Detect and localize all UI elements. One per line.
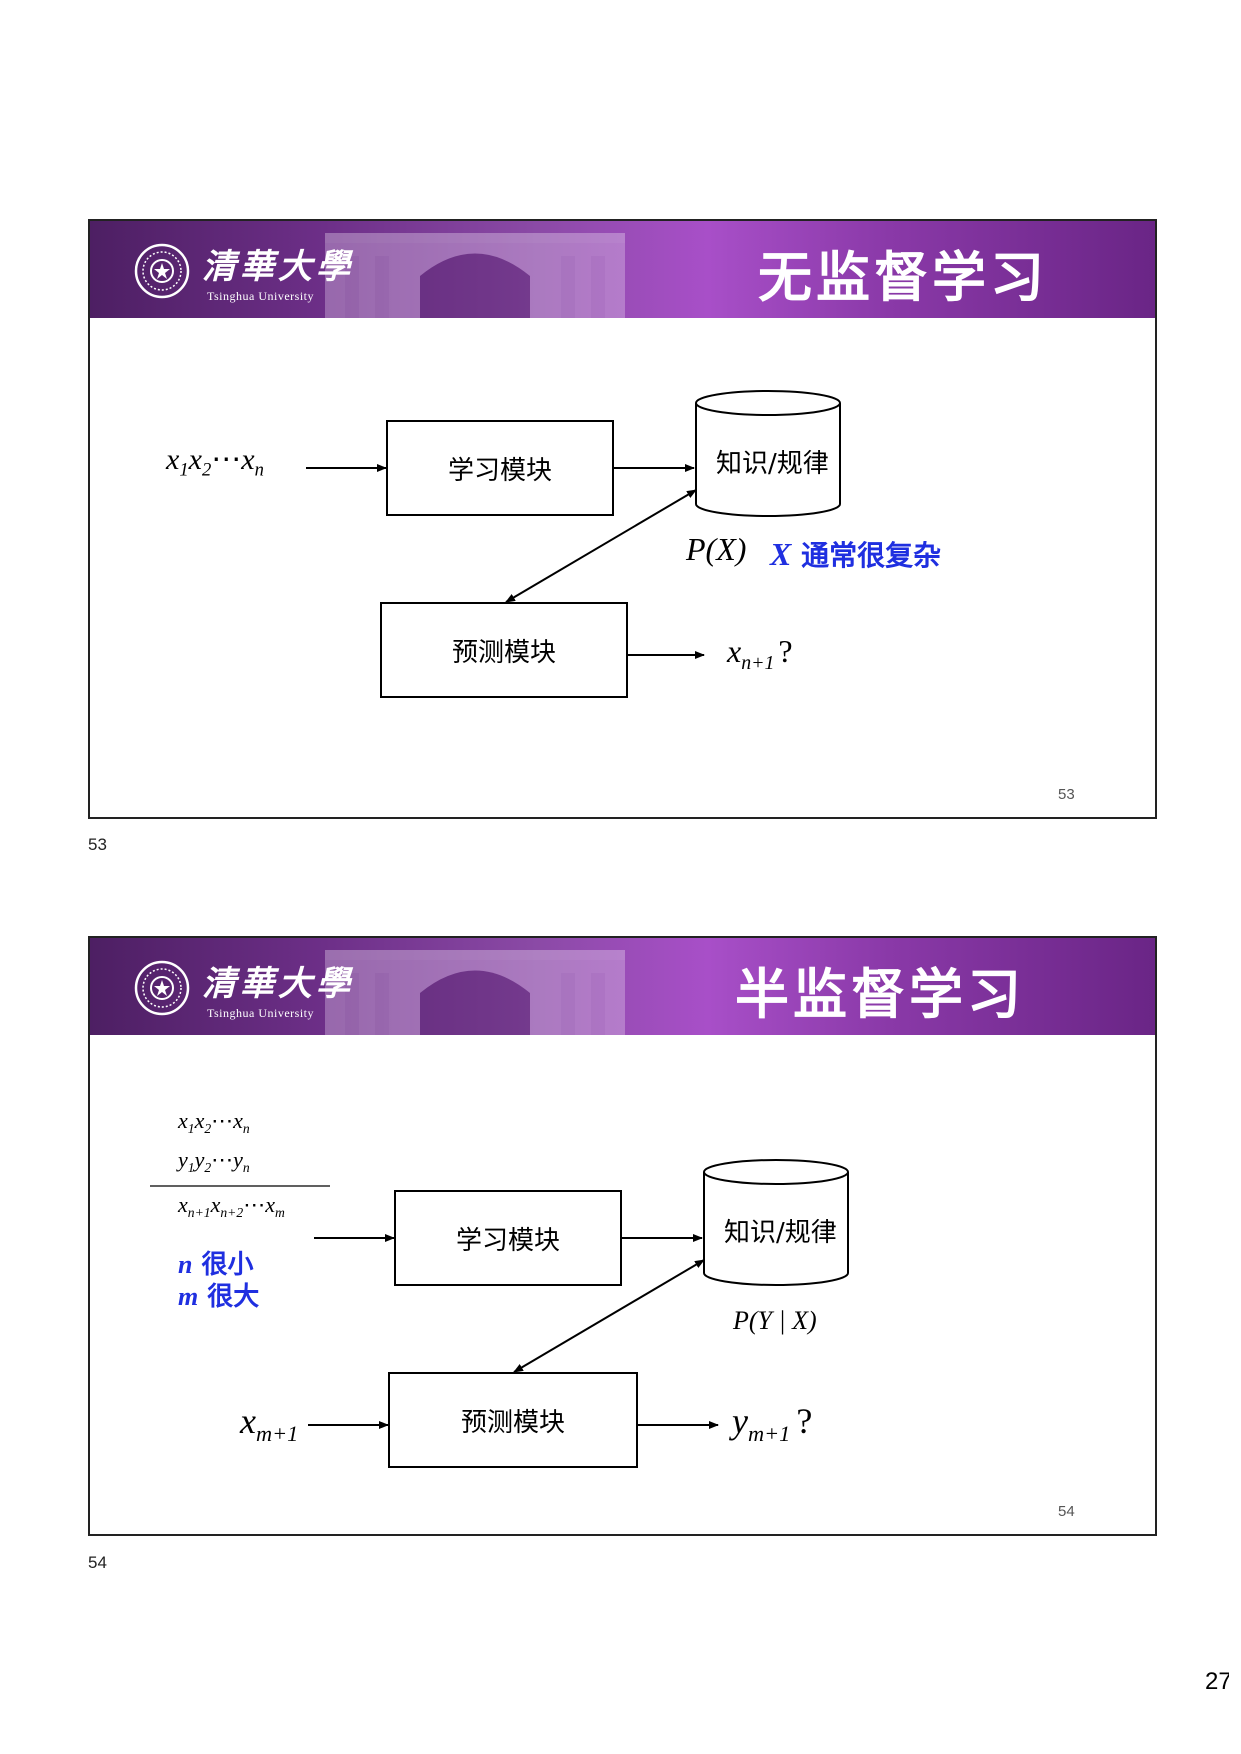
probability-pyx: P(Y | X) [733,1306,817,1336]
output-next-x: xn+1? [727,633,793,675]
page-label: 54 [88,1553,107,1573]
unlabeled-x-row: xn+1xn+2⋯xm [178,1192,285,1221]
input-sequence: x1x2⋯xn [166,442,264,482]
knowledge-label: 知识/规律 [716,443,829,480]
sheet-page-number: 27 [1205,1668,1229,1696]
probability-px: P(X) [686,531,746,568]
slide-semi-supervised: 清華大學 Tsinghua University 半监督学习 x1x2⋯xn y… [88,936,1157,1536]
input-next-x: xm+1 [240,1400,298,1447]
m-large-note: m 很大 [178,1276,259,1313]
labeled-y-row: y1y2⋯yn [178,1147,250,1176]
slide-page-number: 54 [1058,1503,1075,1520]
slide-unsupervised: 清華大學 Tsinghua University 无监督学习 x1x2⋯xn 学… [88,219,1157,819]
prediction-module-box: 预测模块 [380,602,628,698]
slide-page-number: 53 [1058,786,1075,803]
output-next-y: ym+1? [732,1400,812,1447]
page-label: 53 [88,835,107,855]
knowledge-label: 知识/规律 [724,1212,837,1249]
complexity-note: X 通常很复杂 [770,534,941,574]
learning-module-box: 学习模块 [386,420,614,516]
learning-module-box: 学习模块 [394,1190,622,1286]
labeled-x-row: x1x2⋯xn [178,1108,250,1137]
prediction-module-box: 预测模块 [388,1372,638,1468]
diagram-arrows [90,221,1157,819]
